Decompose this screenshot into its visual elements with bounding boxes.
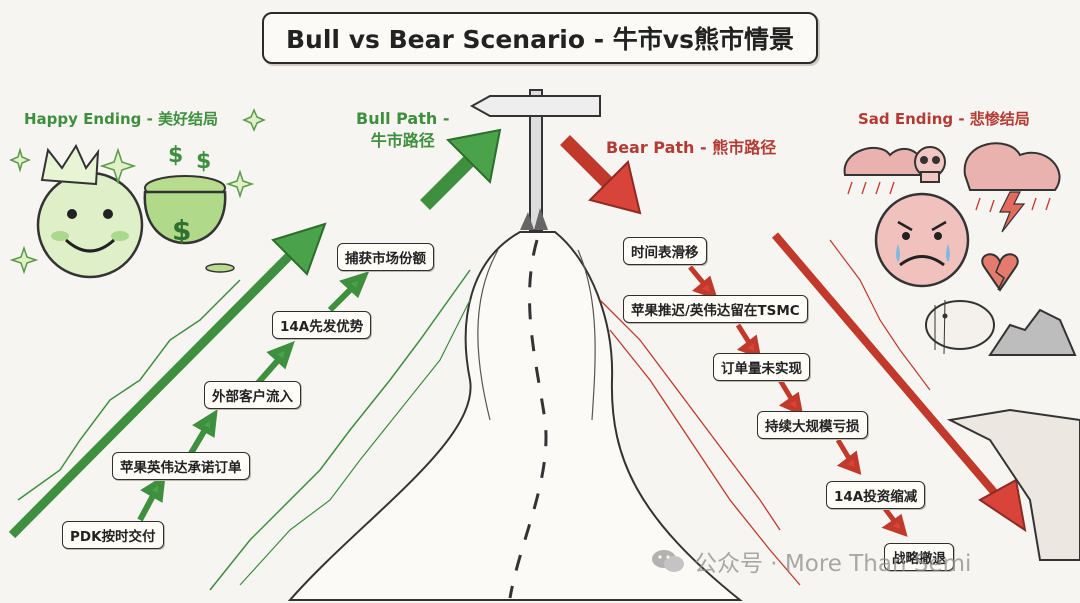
bull-trend-arrow: [8, 241, 304, 539]
watermark: 公众号 · More Than Semi: [650, 544, 971, 578]
bear-thin-line-3: [829, 239, 931, 391]
bear-step-14a-cutback: 14A投资缩减: [826, 481, 926, 509]
bear-step-orders-unrealized: 订单量未实现: [713, 353, 810, 381]
sad-face-icon: [874, 192, 970, 288]
bear-path-arrow: [560, 135, 620, 195]
page-title: Bull vs Bear Scenario - 牛市vs熊市情景: [262, 12, 818, 64]
svg-text:$: $: [196, 149, 211, 174]
bull-path-label-line2: 牛市路径: [370, 131, 435, 150]
road: [287, 231, 743, 601]
broken-piggy-bank-icon: [925, 299, 995, 355]
bull-step-14a-first-mover: 14A先发优势: [272, 311, 372, 339]
cliff-icon: [946, 408, 1080, 561]
bear-path-arrowhead: [588, 160, 642, 215]
bear-thin-line-2: [609, 329, 801, 586]
bull-step-connectors: [137, 271, 370, 522]
wechat-icon: [652, 550, 684, 572]
bull-trend-arrowhead: [271, 222, 327, 276]
bear-path-label: Bear Path - 熊市路径: [606, 138, 777, 157]
svg-text:$: $: [168, 143, 183, 168]
bull-thin-line-1: [17, 279, 241, 501]
bull-step-market-share: 捕获市场份额: [337, 243, 434, 271]
bull-thin-line-2: [209, 269, 471, 591]
rubble-icon: [988, 308, 1077, 356]
bull-step-external-customers: 外部客户流入: [204, 381, 301, 409]
bear-trend-arrow: [771, 232, 1009, 508]
happy-ending-label: Happy Ending - 美好结局: [24, 110, 219, 128]
broken-heart-icon: [981, 253, 1019, 292]
sad-ending-label: Sad Ending - 悲惨结局: [858, 110, 1030, 128]
bear-step-apple-delay: 苹果推迟/英伟达留在TSMC: [623, 295, 808, 323]
bull-step-pdk-delivery: PDK按时交付: [62, 521, 164, 549]
bull-thin-line-3: [239, 299, 471, 586]
watermark-text: 公众号 · More Than Semi: [694, 551, 972, 577]
bull-path-arrowhead: [445, 128, 502, 185]
signpost: [469, 89, 601, 231]
bear-step-timeline-slip: 时间表滑移: [623, 237, 707, 265]
bear-step-strategic-retreat: 战略撤退: [884, 543, 954, 571]
skull-icon: [914, 146, 946, 183]
bull-step-committed-orders: 苹果英伟达承诺订单: [112, 452, 250, 480]
bull-path-label: Bull Path - 牛市路径: [356, 108, 449, 152]
sparkle-icons: [9, 108, 266, 275]
money-pot-icon: $ $ $: [143, 143, 235, 273]
storm-cloud-icons: [843, 142, 1061, 233]
bull-path-label-line1: Bull Path -: [356, 109, 450, 128]
happy-face-icon: [36, 171, 144, 279]
crown-icon: [40, 143, 100, 186]
bear-step-sustained-losses: 持续大规模亏损: [757, 411, 868, 439]
bear-thin-line-1: [599, 299, 781, 531]
svg-text:$: $: [172, 214, 191, 247]
bear-step-connectors: [688, 265, 908, 537]
bear-trend-arrowhead: [978, 478, 1027, 533]
